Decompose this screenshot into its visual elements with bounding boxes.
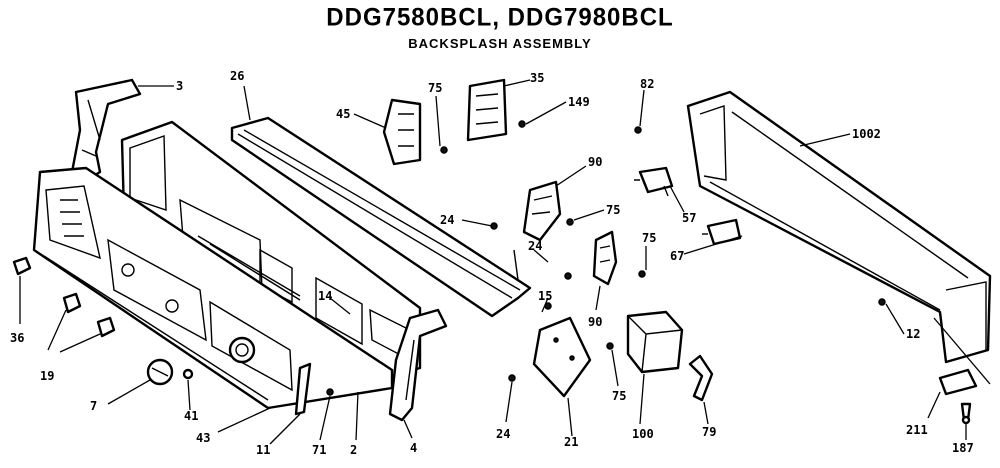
label-21: 21: [564, 435, 578, 449]
label-57: 57: [682, 211, 696, 225]
label-14: 14: [318, 289, 332, 303]
label-11: 11: [256, 443, 270, 457]
label-100: 100: [632, 427, 654, 441]
label-82: 82: [640, 77, 654, 91]
label-67: 67: [670, 249, 684, 263]
label-15: 15: [538, 289, 552, 303]
label-19: 19: [40, 369, 54, 383]
label-7: 7: [90, 399, 97, 413]
part-timer-block: [466, 78, 508, 142]
label-79: 79: [702, 425, 716, 439]
label-75-a: 75: [428, 81, 442, 95]
part-switch-67: [702, 218, 742, 246]
leader-lines: [19, 79, 991, 445]
label-1002: 1002: [852, 127, 881, 141]
label-90-b: 90: [588, 315, 602, 329]
screws: [326, 120, 886, 396]
label-71: 71: [312, 443, 326, 457]
part-switch-57: [634, 166, 674, 197]
part-dial: [146, 358, 174, 386]
part-clip-11: [294, 362, 312, 416]
label-4: 4: [410, 441, 417, 455]
part-motor: [626, 310, 684, 374]
label-35: 35: [530, 71, 544, 85]
label-187: 187: [952, 441, 974, 455]
label-149: 149: [568, 95, 590, 109]
label-75-b: 75: [606, 203, 620, 217]
part-switch-upper: [522, 180, 562, 242]
callout-labels: 3 26 45 75 35 149 82 1002 90 75 24 24 57…: [10, 69, 974, 457]
part-top-trim-strip: [230, 116, 532, 318]
part-spring-clip: [688, 354, 714, 402]
label-12: 12: [906, 327, 920, 341]
label-75-c: 75: [642, 231, 656, 245]
part-bracket-211: [938, 368, 978, 396]
label-24-c: 24: [496, 427, 510, 441]
part-switch-lower: [592, 230, 618, 286]
label-43: 43: [196, 431, 210, 445]
label-26: 26: [230, 69, 244, 83]
part-knob-36: [12, 256, 32, 276]
label-41: 41: [184, 409, 198, 423]
label-75-d: 75: [612, 389, 626, 403]
part-small-knob: [182, 368, 194, 380]
label-24-a: 24: [440, 213, 454, 227]
label-45: 45: [336, 107, 350, 121]
part-end-cap-right: [388, 308, 448, 422]
label-24-b: 24: [528, 239, 542, 253]
label-3: 3: [176, 79, 183, 93]
label-211: 211: [906, 423, 928, 437]
label-2: 2: [350, 443, 357, 457]
part-circuit-board: [532, 316, 592, 398]
label-90-a: 90: [588, 155, 602, 169]
part-screw-187: [960, 402, 972, 425]
part-end-cap-left: [70, 78, 142, 184]
part-knobs-19: [62, 292, 116, 338]
diagram-title: DDG7580BCL, DDG7980BCL: [326, 3, 674, 32]
diagram-subtitle: BACKSPLASH ASSEMBLY: [408, 36, 592, 51]
label-36: 36: [10, 331, 24, 345]
part-bracket: [382, 98, 422, 166]
